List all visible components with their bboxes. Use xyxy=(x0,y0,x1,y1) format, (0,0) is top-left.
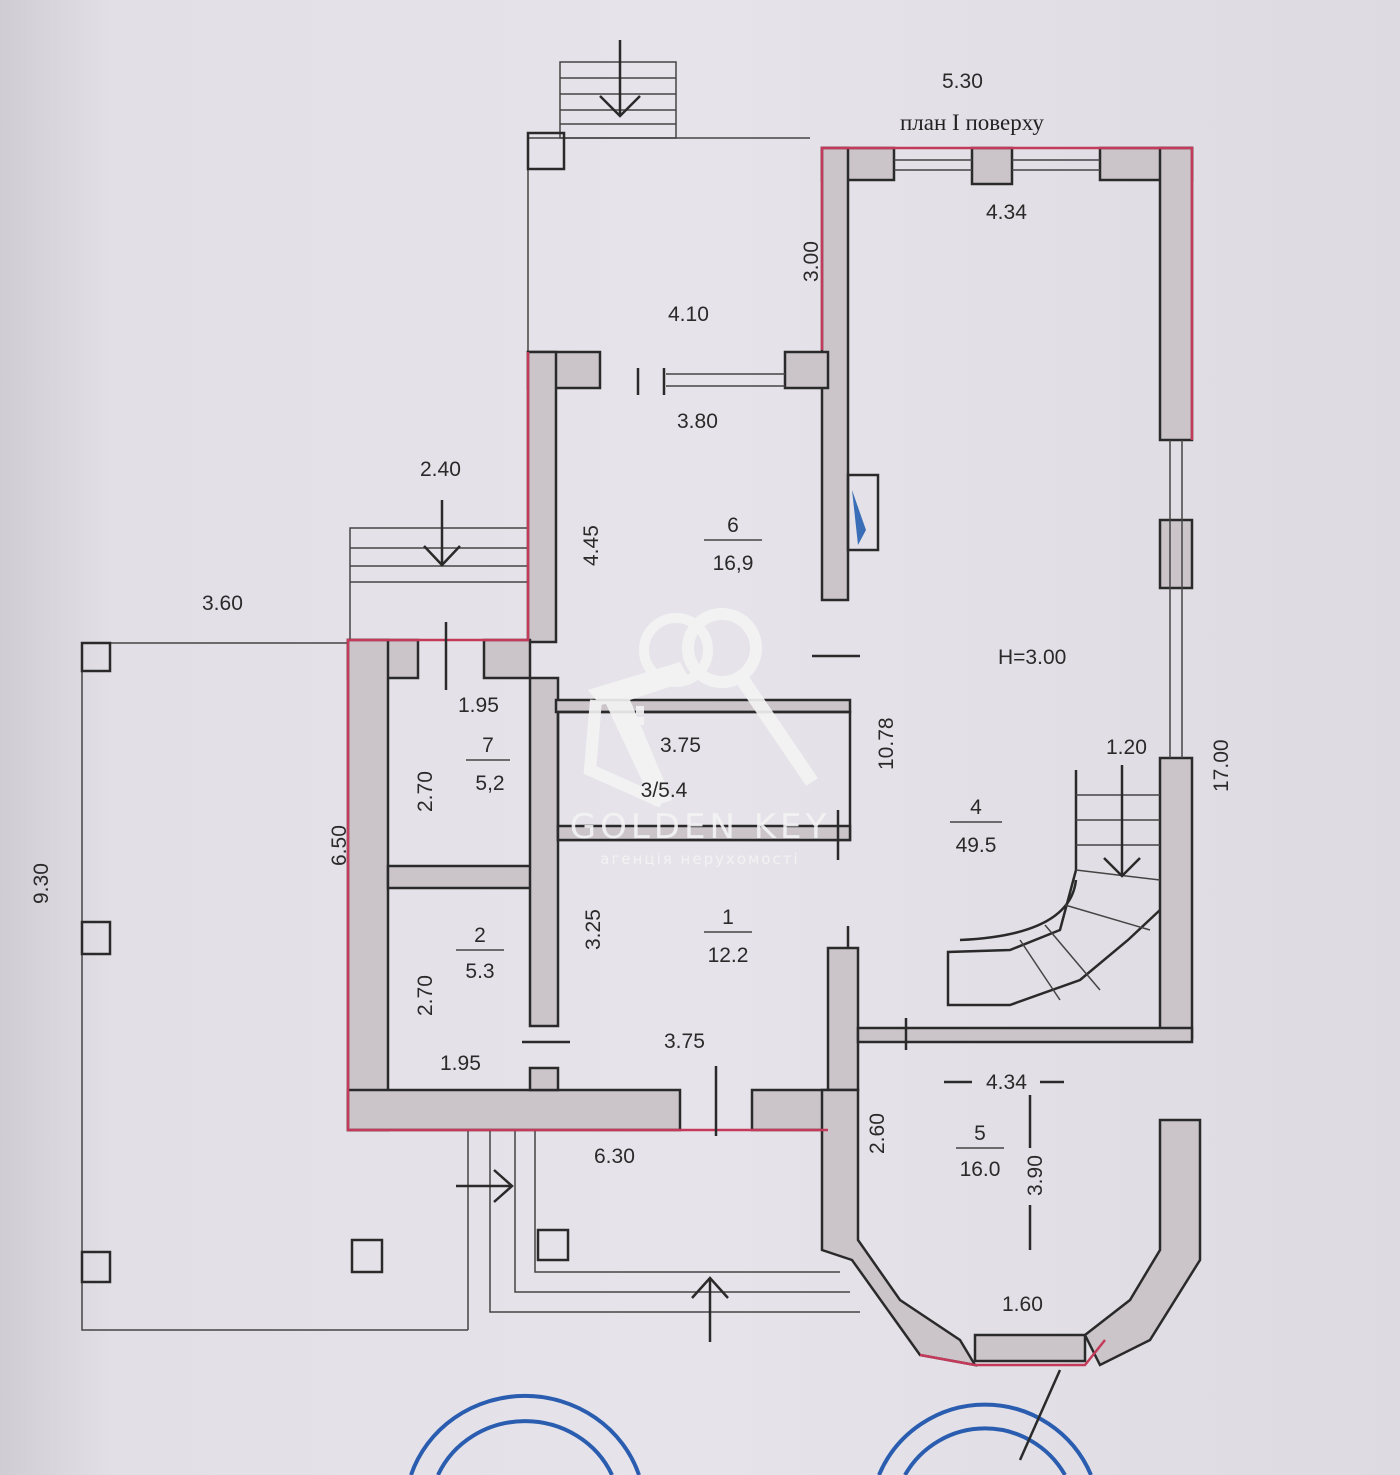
room-4-label: 4 49.5 xyxy=(950,796,1002,857)
stamp-right xyxy=(877,1369,1093,1475)
svg-text:5: 5 xyxy=(974,1122,986,1145)
dim-room6-width: 3.80 xyxy=(677,410,718,433)
bottom-terrace xyxy=(456,1128,860,1342)
svg-text:1: 1 xyxy=(722,906,734,929)
svg-text:16,9: 16,9 xyxy=(713,552,754,575)
dim-room7-height: 2.70 xyxy=(414,771,437,812)
pillar xyxy=(526,131,566,171)
dim-left-terrace-height: 9.30 xyxy=(30,863,53,904)
svg-text:16.0: 16.0 xyxy=(960,1158,1001,1181)
dim-bay-width: 1.60 xyxy=(1002,1293,1043,1316)
dim-room2-width: 1.95 xyxy=(440,1052,481,1075)
svg-text:6: 6 xyxy=(727,514,739,537)
dim-room7-width: 1.95 xyxy=(458,694,499,717)
dim-stair-width: 1.20 xyxy=(1106,736,1147,759)
room-3-label: 3/5.4 xyxy=(641,779,688,802)
left-terrace xyxy=(80,641,468,1331)
stamp-left xyxy=(409,1393,641,1475)
dim-room3-width: 3.75 xyxy=(660,734,701,757)
svg-text:4: 4 xyxy=(970,796,982,819)
dim-bottom-terrace-width: 6.30 xyxy=(594,1145,635,1168)
plan-title: план I поверху xyxy=(900,110,1044,135)
entry-arrow-top xyxy=(599,40,641,118)
staircase xyxy=(946,765,1161,1007)
left-porch-stairs xyxy=(349,500,529,641)
dim-top-overall: 5.30 xyxy=(942,70,983,93)
dim-terrace-height: 3.00 xyxy=(800,241,823,282)
dim-room5-side: 2.60 xyxy=(866,1113,889,1154)
top-porch-stairs xyxy=(559,61,677,139)
red-outline xyxy=(820,146,1194,440)
dim-room2-height: 2.70 xyxy=(414,975,437,1016)
dim-terrace-width: 4.10 xyxy=(668,303,709,326)
room-6-label: 6 16,9 xyxy=(704,514,762,575)
golden-key-logo: GOLDEN KEY агенція нерухомості xyxy=(570,608,831,868)
room-1-label: 1 12.2 xyxy=(704,906,752,967)
door-marks xyxy=(444,368,908,1136)
room-5-label: 5 16.0 xyxy=(956,1122,1004,1181)
dim-room1-width: 3.75 xyxy=(664,1030,705,1053)
dim-overall-height: 17.00 xyxy=(1210,739,1233,792)
dim-porch-width: 2.40 xyxy=(420,458,461,481)
dim-room5-depth: 3.90 xyxy=(1024,1155,1047,1196)
svg-text:7: 7 xyxy=(482,734,494,757)
dim-room4-width: 4.34 xyxy=(986,201,1027,224)
dim-left-terrace-width: 3.60 xyxy=(202,592,243,615)
svg-text:5,2: 5,2 xyxy=(475,772,504,795)
svg-text:агенція нерухомості: агенція нерухомості xyxy=(600,850,799,868)
svg-text:GOLDEN KEY: GOLDEN KEY xyxy=(570,807,831,847)
walls xyxy=(346,146,1202,1367)
svg-text:2: 2 xyxy=(474,924,486,947)
top-terrace xyxy=(526,131,810,352)
dim-room5-width: 4.34 xyxy=(986,1071,1027,1094)
room-2-label: 2 5.3 xyxy=(456,924,504,983)
dim-room1-height: 3.25 xyxy=(582,909,605,950)
svg-text:12.2: 12.2 xyxy=(708,944,749,967)
dim-left-block-height: 6.50 xyxy=(328,825,351,866)
fireplace xyxy=(846,473,880,552)
room-7-label: 7 5,2 xyxy=(466,734,510,795)
dim-room6-height: 4.45 xyxy=(580,525,603,566)
svg-text:49.5: 49.5 xyxy=(956,834,997,857)
svg-text:5.3: 5.3 xyxy=(465,960,494,983)
dim-inner-length: 10.78 xyxy=(875,717,898,770)
ceiling-height: H=3.00 xyxy=(998,646,1066,669)
